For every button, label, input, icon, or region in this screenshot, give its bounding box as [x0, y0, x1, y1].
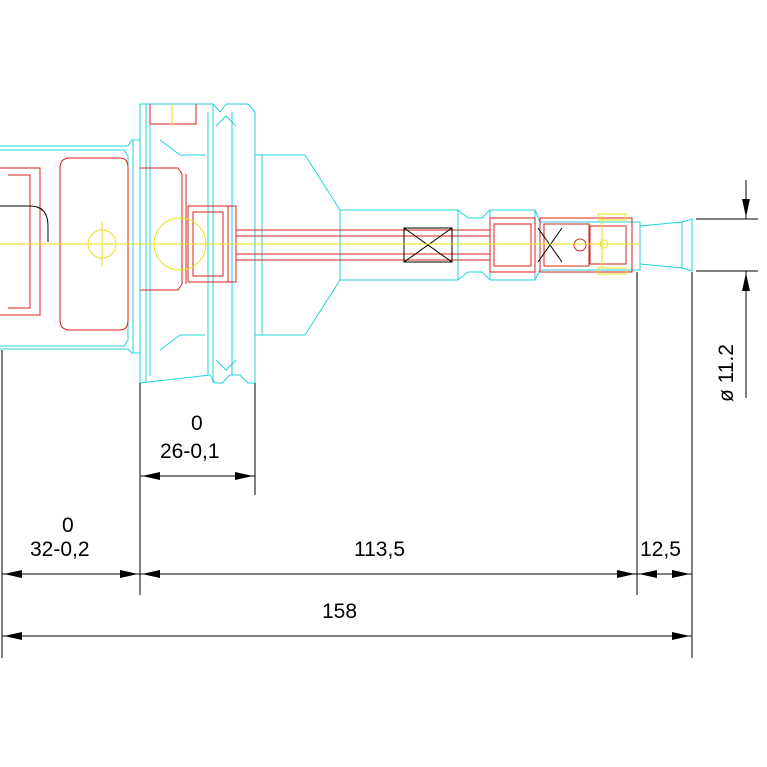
center-axis	[0, 104, 640, 275]
dim-32-label: 32-0,2	[30, 538, 90, 561]
holder-details	[0, 205, 563, 263]
dim-32-upper-tolerance: 0	[62, 514, 74, 537]
dim-diameter-label: ø 11.2	[715, 344, 738, 402]
holder-section	[0, 104, 633, 331]
dim-113-label: 113,5	[354, 538, 405, 561]
dim-158-label: 158	[322, 600, 357, 623]
dimension-lines	[1, 180, 758, 658]
dim-12-label: 12,5	[640, 538, 681, 561]
dim-26-upper-tolerance: 0	[191, 412, 203, 435]
dim-26-label: 26-0,1	[160, 440, 220, 463]
dimension-arrows	[4, 199, 750, 640]
